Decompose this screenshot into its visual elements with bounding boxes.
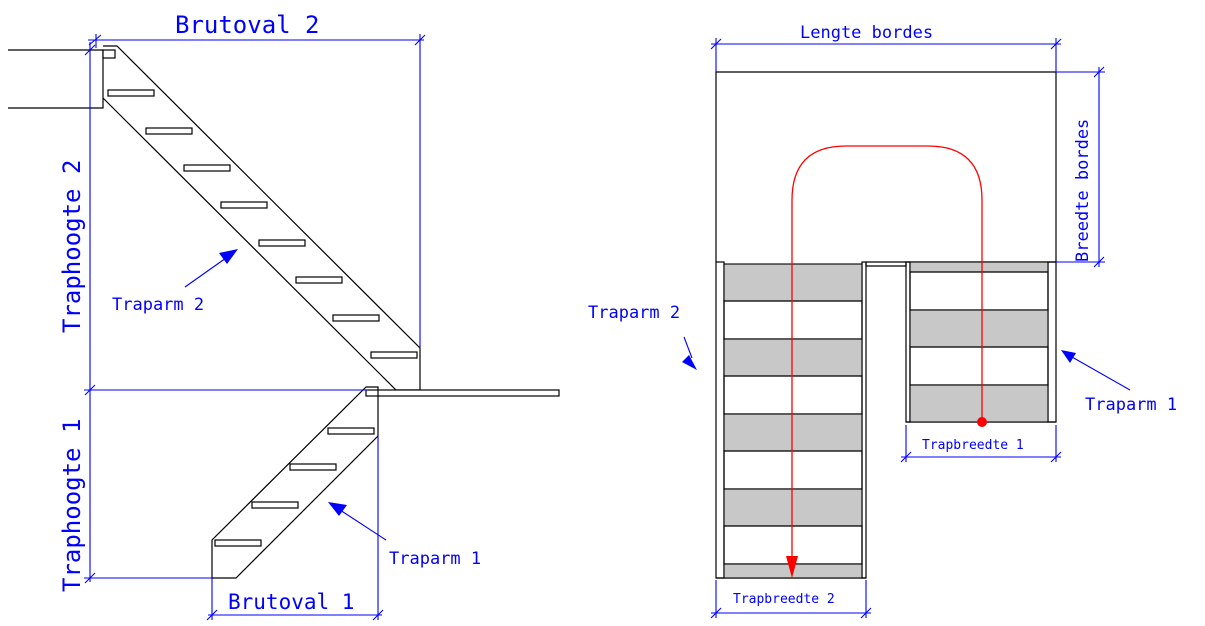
walkline-start-dot-icon xyxy=(977,417,987,427)
dimension-trapbreedte-2: Trapbreedte 2 xyxy=(710,580,872,619)
tread xyxy=(258,239,306,247)
walkline-arrowhead-icon xyxy=(786,556,798,578)
upper-flight-stringer xyxy=(102,45,421,391)
tread xyxy=(723,450,863,490)
lengte-bordes-label: Lengte bordes xyxy=(800,23,933,43)
tread xyxy=(327,427,375,435)
tread xyxy=(332,314,380,322)
walkline xyxy=(786,145,987,578)
tread xyxy=(909,384,1049,423)
plan-traparm-1-label: Traparm 1 xyxy=(1085,395,1177,415)
arrow-icon xyxy=(1061,350,1076,363)
tread xyxy=(723,263,863,302)
tread xyxy=(183,164,231,172)
tread xyxy=(723,413,863,452)
upper-floor-slab xyxy=(8,49,104,109)
tread xyxy=(370,351,418,359)
breedte-bordes-label: Breedte bordes xyxy=(1073,119,1093,262)
tread xyxy=(145,127,193,135)
arrow-icon xyxy=(219,249,238,264)
tread xyxy=(220,201,268,209)
tread xyxy=(909,346,1049,386)
tread xyxy=(909,261,1049,273)
traparm-2-callout: Traparm 2 xyxy=(112,249,238,315)
plan-traparm-2-callout: Traparm 2 xyxy=(588,303,697,370)
trapbreedte-2-label: Trapbreedte 2 xyxy=(733,592,835,607)
traparm-1-label: Traparm 1 xyxy=(389,549,481,569)
flight-2-plan xyxy=(715,261,867,579)
traphoogte-2-label: Traphoogte 2 xyxy=(58,160,86,333)
arrow-icon xyxy=(328,502,347,516)
tread xyxy=(295,276,343,284)
dimension-brutoval-1: Brutoval 1 xyxy=(206,436,384,621)
dimension-traphoogte: Traphoogte 2 Traphoogte 1 xyxy=(58,42,368,592)
traparm-2-label: Traparm 2 xyxy=(112,295,204,315)
plan-view: Lengte bordes Breedte bordes Traparm 2 T… xyxy=(588,23,1177,619)
tread xyxy=(723,300,863,340)
tread xyxy=(214,539,262,547)
arrow-icon xyxy=(682,355,697,370)
plan-traparm-2-label: Traparm 2 xyxy=(588,303,680,323)
trapbreedte-1-label: Trapbreedte 1 xyxy=(922,438,1024,453)
side-view: Brutoval 2 Traphoogte 2 Traphoogte 1 Tra… xyxy=(8,11,560,621)
brutoval-1-label: Brutoval 1 xyxy=(228,590,354,614)
brutoval-2-label: Brutoval 2 xyxy=(175,11,320,39)
tread xyxy=(723,488,863,527)
upper-flight-treads xyxy=(107,89,418,359)
plan-traparm-1-callout: Traparm 1 xyxy=(1061,350,1177,415)
tread xyxy=(251,501,299,509)
lower-flight-treads xyxy=(214,427,375,547)
dimension-breedte-bordes: Breedte bordes xyxy=(1056,66,1105,268)
lower-flight-stringer xyxy=(211,386,379,579)
traphoogte-1-label: Traphoogte 1 xyxy=(58,419,86,592)
tread xyxy=(909,309,1049,348)
tread xyxy=(723,375,863,415)
dimension-lengte-bordes: Lengte bordes xyxy=(710,23,1062,72)
dimension-brutoval-2: Brutoval 2 xyxy=(88,11,426,348)
tread xyxy=(723,338,863,377)
landing-plan xyxy=(715,71,1057,267)
tread xyxy=(909,271,1049,311)
tread xyxy=(289,463,337,471)
dimension-trapbreedte-1: Trapbreedte 1 xyxy=(900,425,1062,463)
landing-platform xyxy=(365,389,560,397)
flight-1-plan xyxy=(905,261,1057,423)
tread xyxy=(107,89,155,97)
traparm-1-callout: Traparm 1 xyxy=(328,502,481,569)
